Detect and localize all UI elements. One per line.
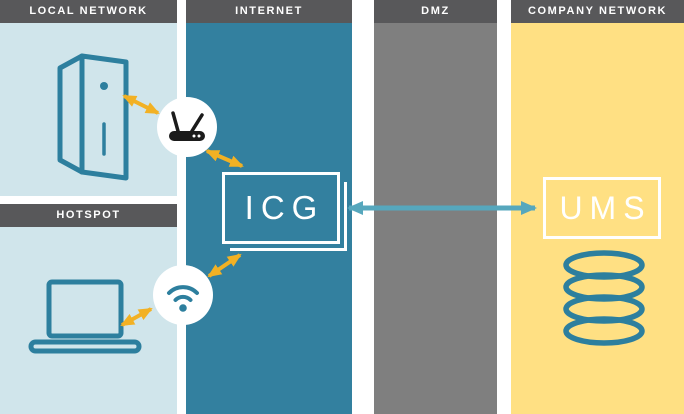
panel-dmz: DMZ xyxy=(374,0,497,414)
panel-hotspot-label: HOTSPOT xyxy=(56,209,121,221)
panel-dmz-header: DMZ xyxy=(374,0,497,23)
wifi-badge xyxy=(153,265,213,325)
database-icon xyxy=(563,250,645,346)
panel-local-network-label: LOCAL NETWORK xyxy=(29,5,148,17)
panel-internet: INTERNET xyxy=(186,0,352,414)
panel-dmz-label: DMZ xyxy=(421,5,450,17)
icg-label: ICG xyxy=(244,189,325,226)
wifi-icon xyxy=(167,285,199,312)
icg-node: ICG xyxy=(222,172,347,251)
panel-internet-header: INTERNET xyxy=(186,0,352,23)
panel-internet-label: INTERNET xyxy=(235,5,303,17)
panel-company-network-header: COMPANY NETWORK xyxy=(511,0,684,23)
router-badge xyxy=(157,97,217,157)
panel-company-network-label: COMPANY NETWORK xyxy=(527,5,668,17)
panel-local-network-header: LOCAL NETWORK xyxy=(0,0,177,23)
ums-label: UMS xyxy=(559,189,652,226)
panel-hotspot-header: HOTSPOT xyxy=(0,204,177,227)
desktop-tower-icon xyxy=(57,53,129,181)
ums-node: UMS xyxy=(543,177,661,239)
laptop-icon xyxy=(28,279,142,354)
router-icon xyxy=(169,111,205,141)
